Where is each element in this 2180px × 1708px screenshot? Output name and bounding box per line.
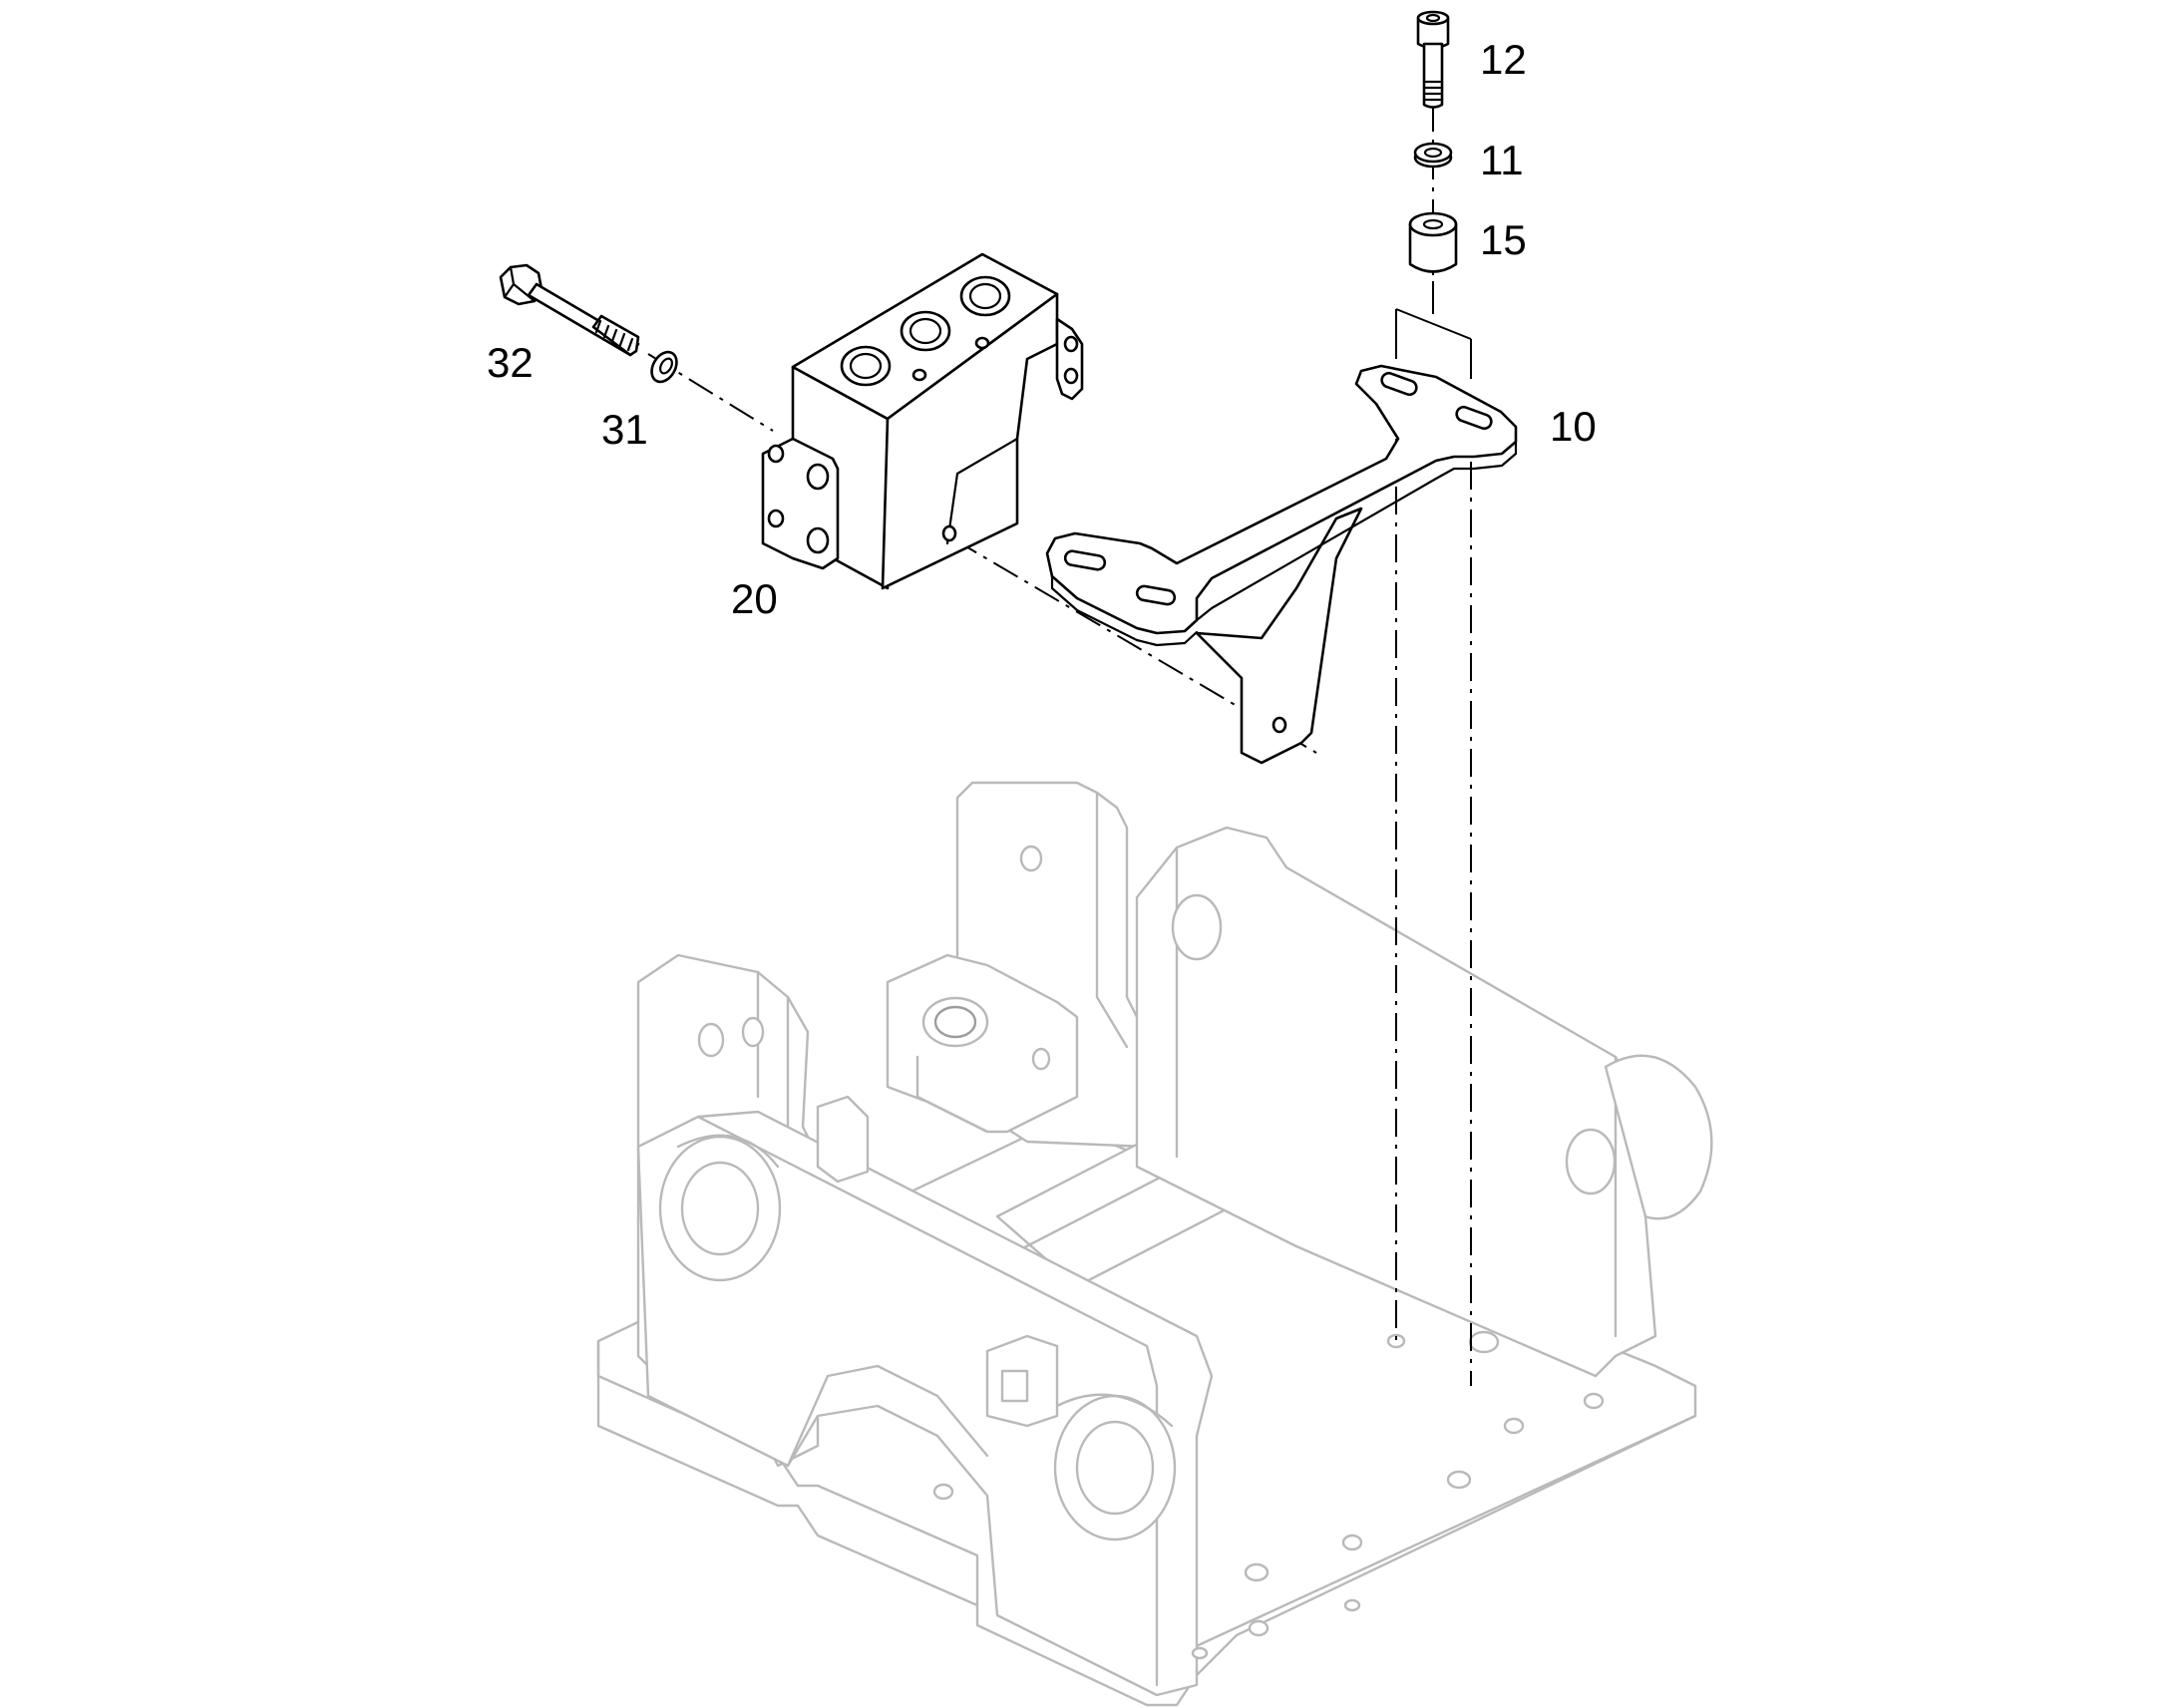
callout-20: 20 <box>731 575 778 622</box>
callout-31: 31 <box>601 406 648 453</box>
valve-end-cap <box>1055 317 1084 401</box>
valve-port-2 <box>900 310 951 352</box>
center-plate-hole <box>1019 845 1043 872</box>
bracket-vertical-tab <box>1195 507 1363 765</box>
front-plate <box>636 1110 1214 1697</box>
callouts: 12 11 15 10 32 31 20 <box>487 36 1597 622</box>
screw-part <box>1416 10 1450 109</box>
callout-11: 11 <box>1480 137 1524 183</box>
right-boss <box>1604 1054 1713 1220</box>
valve-port-1 <box>840 345 892 387</box>
base-plate-edge <box>596 1339 1697 1657</box>
callout-32: 32 <box>487 339 534 386</box>
left-plate-hole-1 <box>697 1022 725 1058</box>
bracket-part <box>1045 364 1518 765</box>
valve-port-3 <box>959 275 1011 317</box>
valve-part <box>761 252 1084 590</box>
right-plate-bore-2 <box>1565 1128 1617 1196</box>
callout-12: 12 <box>1480 36 1527 83</box>
base-plate-holes <box>932 1330 1605 1660</box>
screw-shank <box>1422 42 1444 109</box>
valve-body-side <box>881 292 1059 590</box>
callout-10: 10 <box>1550 403 1597 450</box>
spacer-alignment <box>1395 281 1472 379</box>
left-small-block <box>816 1095 870 1184</box>
top-washer-part <box>1413 142 1453 169</box>
coupler-frame <box>596 781 1713 1707</box>
left-plate-hole-2 <box>741 1016 765 1048</box>
bolt-thread <box>591 314 640 357</box>
bolt-part <box>499 263 640 357</box>
side-washer-part <box>650 350 678 384</box>
spacer-part <box>1408 211 1458 273</box>
callout-15: 15 <box>1480 216 1527 263</box>
spacer-body <box>1408 222 1458 273</box>
bracket-plate <box>1045 364 1518 635</box>
right-plate-bore-1 <box>1171 893 1223 961</box>
